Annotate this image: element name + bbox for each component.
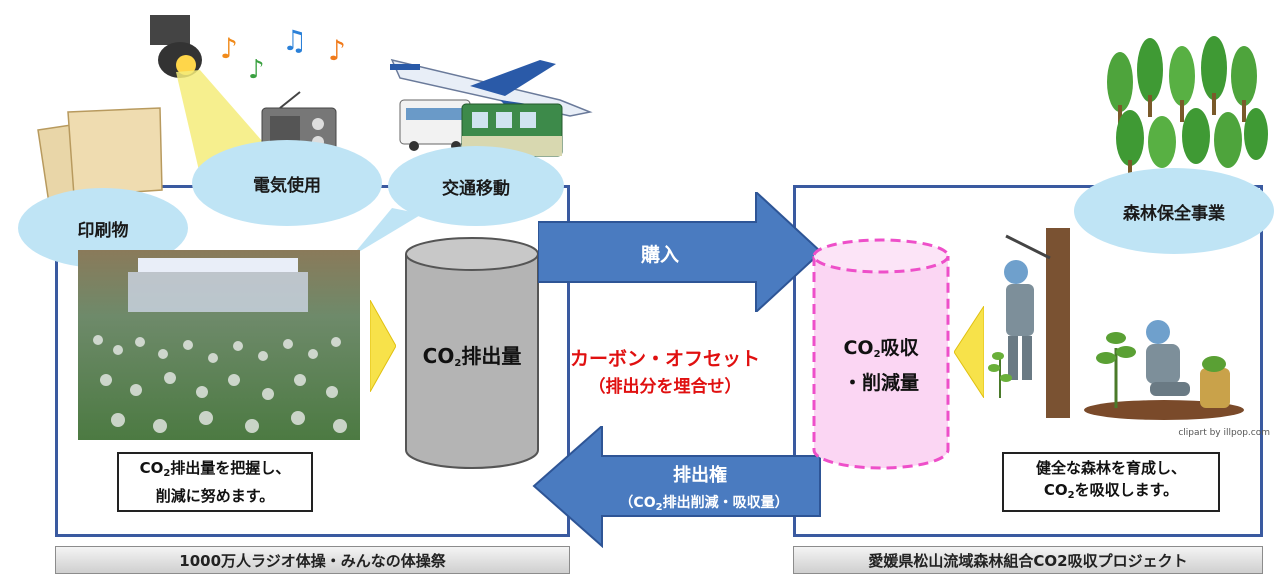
bubble-forest: 森林保全事業 [1074,168,1274,254]
clipart-credit: clipart by illpop.com [1178,428,1270,438]
paper-icon [37,107,163,211]
emission-label: CO2排出量 [422,344,522,369]
bubble-electricity-label: 電気使用 [253,175,321,196]
left-note-box: CO2排出量を把握し、 削減に努めます。 [117,452,313,512]
right-footer-label: 愛媛県松山流域森林組合CO2吸収プロジェクト [868,551,1188,570]
emission-cylinder [405,237,539,469]
offset-subtitle: （排出分を埋合せ） [588,377,742,397]
bubble-transport: 交通移動 [388,146,564,226]
purchase-label: 購入 [640,244,679,266]
absorption-label: CO2吸収 ・削減量 [842,337,919,394]
bubble-electricity: 電気使用 [192,140,382,226]
seedling-icon [988,352,1012,398]
clipart-illustrations: ♪ ♪ ♫ ♪ [37,15,1268,211]
bubble-print-label: 印刷物 [77,220,129,241]
trees-icon [1107,36,1268,178]
right-footer-tag: 愛媛県松山流域森林組合CO2吸収プロジェクト [793,546,1263,574]
left-footer-label: 1000万人ラジオ体操・みんなの体操祭 [179,551,446,570]
left-footer-tag: 1000万人ラジオ体操・みんなの体操祭 [55,546,570,574]
bubble-transport-tail [352,208,422,256]
event-photo [78,250,360,440]
forestry-workers-clipart [988,228,1244,420]
offset-title: カーボン・オフセット [569,348,760,370]
music-note-icon: ♪ [220,32,238,65]
music-note-icon: ♫ [282,24,307,57]
chevron-right-icon [370,300,396,392]
credit-subtitle: （CO2排出削減・吸収量） [619,495,789,513]
credit-title: 排出権 [673,465,727,486]
purchase-arrow [538,192,823,312]
absorption-cylinder [812,238,950,470]
right-panel-frame [793,185,1263,537]
chevron-left-icon [954,306,984,398]
bus-icon [399,99,471,151]
music-note-icon: ♪ [248,55,265,85]
sapling-icon [1096,332,1136,408]
bubble-forest-label: 森林保全事業 [1123,203,1225,224]
right-note-box: 健全な森林を育成し、 CO2を吸収します。 [1002,452,1220,512]
bubble-transport-label: 交通移動 [442,178,510,199]
credit-arrow [532,426,821,548]
music-note-icon: ♪ [328,34,346,67]
